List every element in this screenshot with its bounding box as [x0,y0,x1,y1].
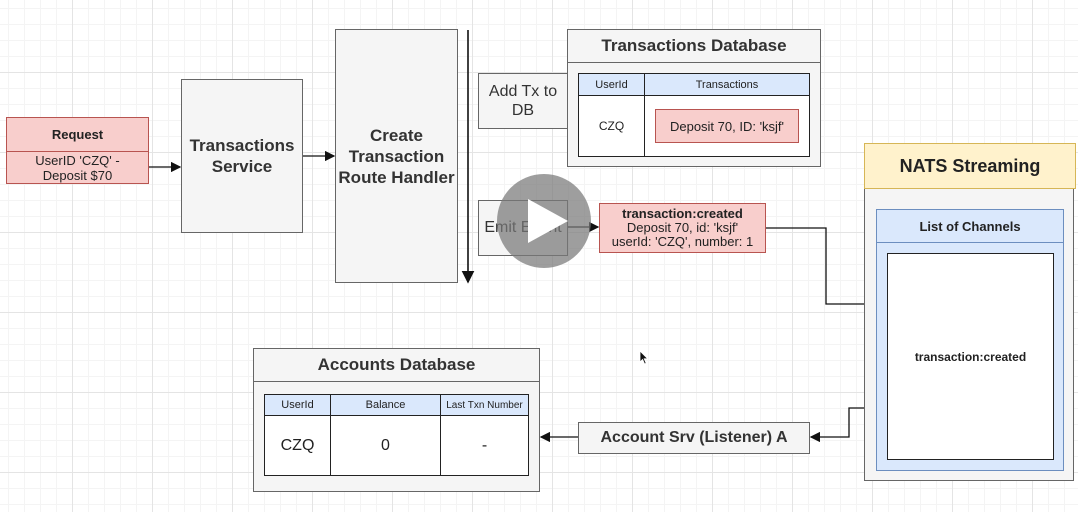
event-box: transaction:created Deposit 70, id: 'ksj… [599,203,766,253]
play-icon [528,199,568,243]
transactions-db-user: CZQ [578,95,645,157]
event-line-1: Deposit 70, id: 'ksjf' [626,220,739,235]
transactions-db-title: Transactions Database [568,30,820,63]
nats-box: NATS Streaming List of Channels transact… [864,143,1076,481]
request-title: Request [7,118,148,152]
event-line-2: userId: 'CZQ', number: 1 [611,234,754,249]
transactions-db-table: UserId Transactions CZQ Deposit 70, ID: … [578,73,810,157]
nats-title: NATS Streaming [864,143,1076,189]
accounts-db-balance: 0 [330,415,441,476]
arrow-event-to-nats [766,227,887,310]
channel-transaction-created: transaction:created [887,253,1054,460]
transactions-db-col-userid: UserId [578,73,645,96]
accounts-db-col-userid: UserId [264,394,331,416]
cursor-icon [639,350,649,365]
transactions-db-col-transactions: Transactions [644,73,810,96]
request-box: Request UserID 'CZQ' - Deposit $70 [6,117,149,184]
accounts-db-box: Accounts Database UserId Balance Last Tx… [253,348,540,492]
accounts-db-last-txn: - [440,415,529,476]
channels-list-title: List of Channels [877,210,1063,243]
route-handler-box: Create Transaction Route Handler [335,29,458,283]
add-tx-step: Add Tx to DB [478,73,568,129]
transactions-db-box: Transactions Database UserId Transaction… [567,29,821,167]
accounts-db-user: CZQ [264,415,331,476]
request-body: UserID 'CZQ' - Deposit $70 [35,153,120,183]
accounts-db-title: Accounts Database [254,349,539,382]
accounts-db-table: UserId Balance Last Txn Number CZQ 0 - [264,394,529,476]
accounts-db-col-last-txn: Last Txn Number [440,394,529,416]
accounts-db-col-balance: Balance [330,394,441,416]
event-title: transaction:created [622,206,743,221]
transaction-entry: Deposit 70, ID: 'ksjf' [655,109,799,143]
channels-list: List of Channels transaction:created [876,209,1064,471]
transactions-service-box: Transactions Service [181,79,303,233]
play-button[interactable] [497,174,591,268]
account-listener-box: Account Srv (Listener) A [578,422,810,454]
